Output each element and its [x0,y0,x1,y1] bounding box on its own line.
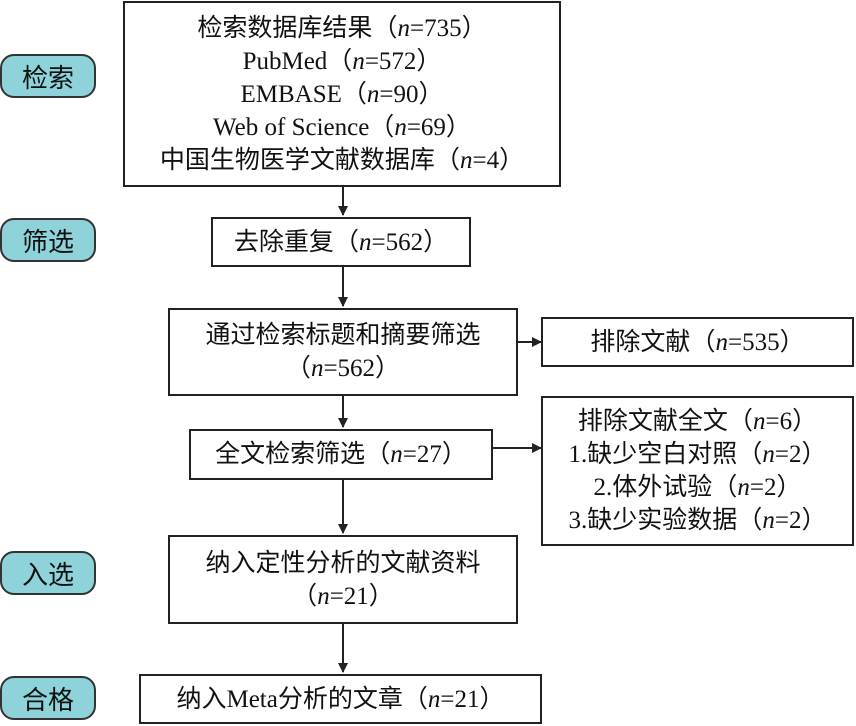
box-line: 纳入定性分析的文献资料 [205,547,480,580]
box-line: PubMed（n=572） [242,47,442,75]
box-line: 检索数据库结果（n=735） [197,14,487,42]
box-line-text: 3.缺少实验数据 [568,507,738,534]
n-symbol: n [310,355,324,382]
box-line-text: EMBASE [240,80,342,108]
n-symbol: n [390,441,403,468]
stage-label-search: 检索 [0,54,96,98]
n-symbol: n [459,146,473,174]
box-line-text: 检索数据库结果 [197,14,373,42]
box-line-text: PubMed [242,47,328,75]
dedup-box: 去除重复（n=562） [211,217,471,267]
excluded-articles-box: 排除文献（n=535） [541,317,854,367]
excluded-fulltext-box: 排除文献全文（n=6） 1.缺少空白对照（n=2） 2.体外试验（n=2） 3.缺少实… [541,396,854,546]
n-symbol: n [427,685,441,713]
stage-label-included: 入选 [0,551,96,595]
box-line: EMBASE（n=90） [240,80,444,108]
n-symbol: n [394,113,407,141]
box-line-text: 1.缺少空白对照 [568,441,738,468]
box-line: 纳入Meta分析的文章（n=21） [176,685,505,713]
box-line: 1.缺少空白对照（n=2） [568,441,827,468]
count-value: 562 [385,228,424,256]
box-line: 排除文献全文（n=6） [577,408,818,435]
box-line-text: 中国生物医学文献数据库 [159,146,435,174]
count-value: 572 [378,47,417,75]
box-line: 3.缺少实验数据（n=2） [568,507,827,534]
count-value: 535 [742,328,780,356]
n-symbol: n [352,47,365,75]
box-line-text: 2.体外试验 [593,474,713,501]
count-value: 4 [486,146,500,174]
count-value: 735 [424,14,462,42]
n-symbol: n [358,228,372,256]
box-line-text: 通过检索标题和摘要筛选 [205,322,481,349]
n-symbol: n [762,507,775,534]
box-line: （n=562） [285,355,401,382]
fulltext-screen-box: 全文检索筛选（n=27） [189,429,493,480]
database-results-box: 检索数据库结果（n=735） PubMed（n=572） EMBASE（n=90） W… [123,1,561,187]
n-symbol: n [715,328,728,356]
n-symbol: n [397,14,410,42]
n-symbol: n [737,474,750,501]
box-line-text: 纳入定性分析的文献资料 [205,549,481,577]
count-value: 562 [337,355,376,382]
box-line: 2.体外试验（n=2） [593,474,802,501]
box-line-text: 去除重复 [233,228,334,256]
n-symbol: n [752,408,766,435]
count-value: 6 [779,408,793,435]
qualitative-analysis-box: 纳入定性分析的文献资料 （n=21） [168,535,518,624]
box-line-text: 排除文献 [590,328,691,356]
count-value: 90 [393,80,419,108]
box-line: 通过检索标题和摘要筛选 [205,319,480,352]
box-line: 排除文献（n=535） [590,328,805,356]
count-value: 69 [420,113,446,141]
count-value: 27 [416,441,442,468]
box-line: （n=21） [292,582,394,610]
count-value: 21 [454,685,480,713]
box-line: Web of Science（n=69） [213,113,471,141]
stage-label-screen: 筛选 [0,218,96,262]
count-value: 2 [763,474,777,501]
n-symbol: n [317,582,330,610]
stage-label-eligible: 合格 [0,676,96,720]
box-line-text: 纳入Meta分析的文章 [176,685,403,713]
count-value: 21 [343,582,369,610]
box-line: 去除重复（n=562） [233,228,449,256]
n-symbol: n [366,80,380,108]
box-line-text: 全文检索筛选 [215,441,366,468]
box-line-text: Web of Science [213,113,370,141]
box-line: 中国生物医学文献数据库（n=4） [159,146,525,174]
title-abstract-screen-box: 通过检索标题和摘要筛选 （n=562） [168,308,518,396]
box-line: 全文检索筛选（n=27） [215,441,467,468]
meta-analysis-box: 纳入Meta分析的文章（n=21） [139,674,542,724]
n-symbol: n [762,441,775,468]
count-value: 2 [788,507,802,534]
count-value: 2 [788,441,802,468]
box-line-text: 排除文献全文 [577,408,728,435]
